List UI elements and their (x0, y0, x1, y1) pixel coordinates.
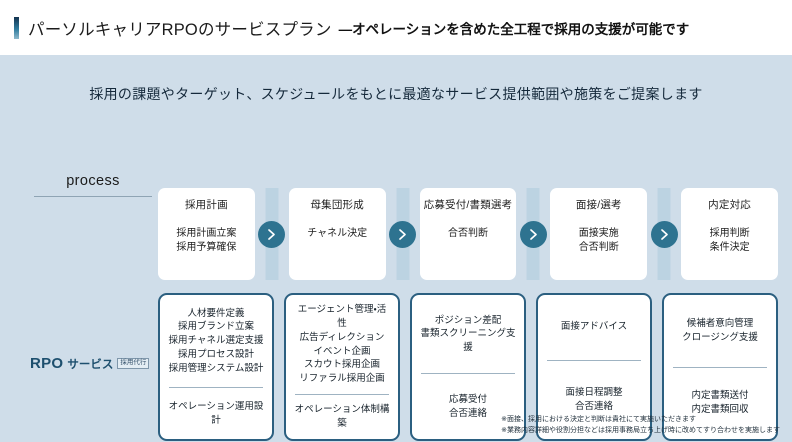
process-card-1-heading: 採用計画 (184, 199, 228, 211)
service-box-5-top-text: 候補者意向管理 クロージング支援 (682, 317, 758, 343)
rpo-acronym: RPO (30, 355, 64, 372)
chevron-right-icon (650, 220, 678, 248)
service-box-4-bottom-text: 面接日程調整 合否連絡 (565, 387, 623, 412)
service-box-3-top-text: ポジション差配 書類スクリーニング支援 (420, 314, 516, 354)
service-box-5-bottom-text: 内定書類送付 内定書類回収 (691, 390, 749, 416)
service-box-1-top-text: 人材要件定義 採用ブランド立案 採用チャネル選定支援 採用プロセス設計 採用管理… (168, 307, 264, 374)
page-title: パーソルキャリアRPOのサービスプラン (28, 20, 332, 39)
rail-process-text: process (66, 173, 120, 189)
process-connector-3 (516, 188, 550, 280)
service-box-2-top: エージェント管理・活性 広告ディレクション イベント企画 スカウト採用企画 リフ… (293, 295, 391, 394)
service-box-3: ポジション差配 書類スクリーニング支援 応募受付 合否連絡 (410, 293, 526, 441)
process-card-5-heading: 内定対応 (708, 199, 751, 211)
service-box-1: 人材要件定義 採用ブランド立案 採用チャネル選定支援 採用プロセス設計 採用管理… (158, 293, 274, 441)
process-card-row: 採用計画 採用計画立案 採用予算確保 母集団形成 チャネル決定 (158, 188, 778, 280)
service-box-4-bottom: 面接日程調整 合否連絡 (545, 361, 643, 439)
service-box-1-top: 人材要件定義 採用ブランド立案 採用チャネル選定支援 採用プロセス設計 採用管理… (167, 295, 265, 387)
process-card-2-body: チャネル決定 (307, 228, 368, 239)
footnote-2: ※業務内容詳細や役割分担などは採用事務局立ち上げ時に改めてすり合わせを実施します (501, 426, 780, 434)
panel-subtitle: 採用の課題やターゲット、スケジュールをもとに最適なサービス提供範囲や施策をご提案… (89, 86, 703, 102)
process-card-4-heading: 面接/選考 (575, 199, 622, 211)
process-connector-1 (255, 188, 289, 280)
process-connector-2 (386, 188, 420, 280)
title-accent-bar (14, 16, 19, 39)
service-box-1-divider (169, 387, 263, 389)
process-card-2: 母集団形成 チャネル決定 (288, 188, 386, 280)
process-card-1: 採用計画 採用計画立案 採用予算確保 (158, 188, 255, 280)
slide-header: パーソルキャリアRPOのサービスプラン ―オペレーションを含めた全工程で採用の支… (0, 0, 792, 55)
rpo-service-word: サービス (67, 358, 114, 371)
service-box-2-divider (295, 394, 389, 396)
service-box-row: 人材要件定義 採用ブランド立案 採用チャネル選定支援 採用プロセス設計 採用管理… (158, 293, 778, 441)
service-box-4-top: 面接アドバイス (545, 295, 643, 360)
service-box-3-divider (421, 373, 515, 375)
footnote-block: ※面接、採用における決定と判断は貴社にて実施いただきます ※業務内容詳細や役割分… (501, 415, 780, 436)
service-box-3-bottom: 応募受付 合否連絡 (419, 374, 517, 439)
rail-label-rpo-service: RPO サービス 採用代行 (30, 355, 156, 372)
service-box-3-bottom-text: 応募受付 合否連絡 (448, 393, 487, 419)
service-box-5-divider (673, 366, 767, 368)
service-box-4: 面接アドバイス 面接日程調整 合否連絡 (536, 293, 652, 441)
service-box-2-bottom-text: オペレーション体制構築 (294, 404, 390, 430)
process-card-2-heading: 母集団形成 (310, 199, 364, 211)
rpo-service-badge: 採用代行 (117, 358, 150, 369)
process-card-4: 面接/選考 面接実施 合否判断 (550, 188, 648, 280)
chevron-right-icon (519, 220, 547, 248)
service-box-5-top: 候補者意向管理 クロージング支援 (671, 295, 769, 367)
service-box-4-top-text: 面接アドバイス (560, 321, 628, 333)
page-subtitle-inline: ―オペレーションを含めた全工程で採用の支援が可能です (338, 21, 690, 37)
process-card-4-body: 面接実施 合否判断 (578, 228, 619, 253)
rail-process-divider (34, 196, 152, 197)
service-box-3-top: ポジション差配 書類スクリーニング支援 (419, 295, 517, 373)
content-panel: 採用の課題やターゲット、スケジュールをもとに最適なサービス提供範囲や施策をご提案… (0, 55, 792, 442)
service-box-1-bottom: オペレーション運用設計 (167, 388, 265, 439)
service-box-1-bottom-text: オペレーション運用設計 (168, 400, 264, 426)
rail-label-process: process (34, 173, 152, 197)
chevron-right-icon (389, 220, 417, 248)
service-box-2: エージェント管理・活性 広告ディレクション イベント企画 スカウト採用企画 リフ… (284, 293, 400, 441)
service-box-5: 候補者意向管理 クロージング支援 内定書類送付 内定書類回収 (662, 293, 778, 441)
process-card-5-body: 採用判断 条件決定 (709, 228, 750, 253)
footnote-1: ※面接、採用における決定と判断は貴社にて実施いただきます (501, 416, 696, 423)
process-card-3-heading: 応募受付/書類選考 (423, 199, 513, 211)
process-card-1-body: 採用計画立案 採用予算確保 (176, 228, 237, 253)
process-card-3-body: 合否判断 (447, 228, 488, 239)
service-box-2-bottom: オペレーション体制構築 (293, 395, 391, 439)
service-box-5-bottom: 内定書類送付 内定書類回収 (671, 368, 769, 440)
process-card-3: 応募受付/書類選考 合否判断 (419, 188, 517, 280)
service-box-4-divider (547, 359, 641, 361)
service-box-2-top-text: エージェント管理・活性 広告ディレクション イベント企画 スカウト採用企画 リフ… (297, 304, 387, 385)
process-connector-4 (647, 188, 681, 280)
process-card-5: 内定対応 採用判断 条件決定 (681, 188, 778, 280)
chevron-right-icon (258, 220, 286, 248)
